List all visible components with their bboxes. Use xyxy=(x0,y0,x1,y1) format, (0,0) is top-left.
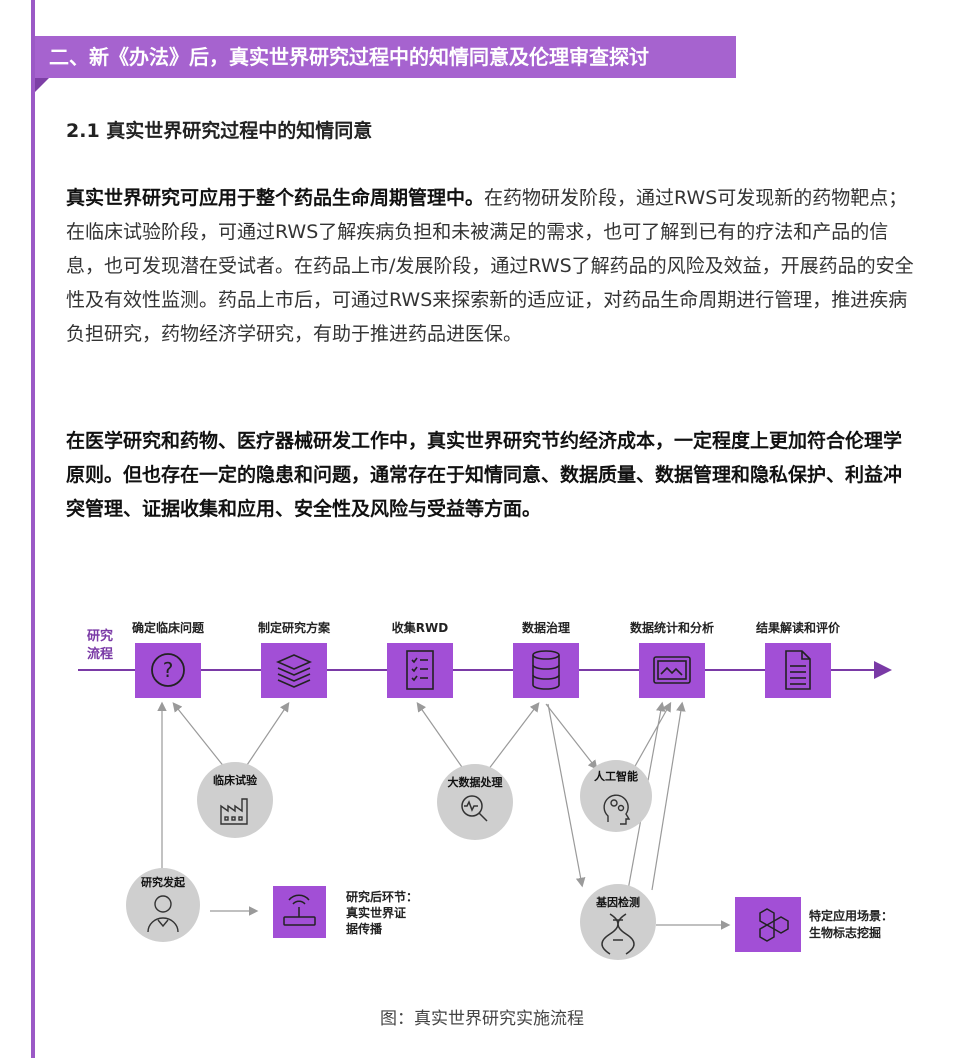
circle-gene: 基因检测 xyxy=(580,884,656,960)
factory-icon xyxy=(220,798,248,825)
step-box-3 xyxy=(387,643,453,698)
doctor-icon xyxy=(147,895,179,933)
flow-diagram-svg: 研究 流程 确定临床问题 制定研究方案 收集RWD 数据治理 数据统计和分析 结… xyxy=(78,620,893,960)
circle-initiate: 研究发起 xyxy=(126,868,200,942)
left-accent-rule xyxy=(31,0,35,1058)
database-icon xyxy=(532,650,560,690)
circle-big-data: 大数据处理 xyxy=(437,764,513,840)
big-data-label: 大数据处理 xyxy=(448,775,503,789)
paragraph-1: 真实世界研究可应用于整个药品生命周期管理中。在药物研发阶段，通过RWS可发现新的… xyxy=(66,181,918,351)
process-label-2: 流程 xyxy=(87,646,113,662)
step-label-2: 制定研究方案 xyxy=(258,620,331,635)
brain-head-icon xyxy=(603,794,631,825)
circle-clinical-trial: 临床试验 xyxy=(197,762,273,838)
paragraph-2: 在医学研究和药物、医疗器械研发工作中，真实世界研究节约经济成本，一定程度上更加符… xyxy=(66,430,903,520)
post-study-box xyxy=(273,886,326,938)
step-box-5 xyxy=(639,643,705,698)
step-box-4 xyxy=(513,643,579,698)
ai-label: 人工智能 xyxy=(594,769,638,783)
post-study-text-2: 真实世界证 xyxy=(346,905,406,920)
application-text-1: 特定应用场景： xyxy=(809,908,893,923)
figure-caption: 图：真实世界研究实施流程 xyxy=(380,1009,584,1029)
paragraph-1-body: 在药物研发阶段，通过RWS可发现新的药物靶点；在临床试验阶段，可通过RWS了解疾… xyxy=(66,187,914,345)
initiate-label: 研究发起 xyxy=(141,875,186,889)
step-label-6: 结果解读和评价 xyxy=(756,620,841,635)
step-label-1: 确定临床问题 xyxy=(132,620,205,635)
document-icon xyxy=(785,650,811,690)
section-header: 二、新《办法》后，真实世界研究过程中的知情同意及伦理审查探讨 xyxy=(35,36,736,78)
step-box-6 xyxy=(765,643,831,698)
analytics-monitor-icon xyxy=(653,656,691,684)
clinical-trial-label: 临床试验 xyxy=(213,773,258,787)
hexagon-molecule-icon xyxy=(759,908,789,942)
step-label-3: 收集RWD xyxy=(392,620,448,635)
gene-label: 基因检测 xyxy=(595,895,640,909)
header-notch xyxy=(35,78,49,92)
step-label-4: 数据治理 xyxy=(522,620,570,635)
post-study-text-1: 研究后环节： xyxy=(346,889,418,904)
dna-icon xyxy=(601,913,635,955)
checklist-icon xyxy=(406,650,434,690)
circle-ai: 人工智能 xyxy=(580,760,652,832)
wifi-router-icon xyxy=(283,894,316,926)
books-icon xyxy=(276,654,312,688)
connector-arrows xyxy=(157,701,731,930)
step-box-2 xyxy=(261,643,327,698)
rws-flow-diagram: 研究 流程 确定临床问题 制定研究方案 收集RWD 数据治理 数据统计和分析 结… xyxy=(70,600,900,980)
subheading: 2.1 真实世界研究过程中的知情同意 xyxy=(66,120,373,142)
question-icon: ? xyxy=(151,653,185,687)
application-text-2: 生物标志挖掘 xyxy=(809,925,881,940)
application-box xyxy=(735,897,801,952)
magnifier-pulse-icon xyxy=(461,795,488,822)
svg-text:?: ? xyxy=(163,658,174,682)
paragraph-1-lead: 真实世界研究可应用于整个药品生命周期管理中。 xyxy=(66,187,485,209)
step-box-1: ? xyxy=(135,643,201,698)
post-study-text-3: 据传播 xyxy=(346,921,383,936)
step-label-5: 数据统计和分析 xyxy=(630,620,714,635)
process-label-1: 研究 xyxy=(87,628,113,644)
